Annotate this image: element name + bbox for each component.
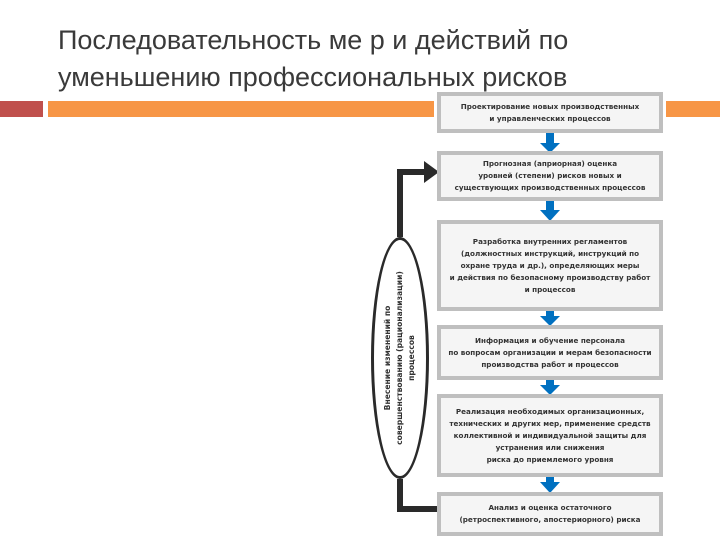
slide-title-line-2: уменьшению профессиональных рисков <box>58 62 568 92</box>
accent-bar-orange-right <box>666 101 720 117</box>
step-3-line-5: и процессов <box>524 284 576 294</box>
step-4-line-2: по вопросам организации и мерам безопасн… <box>448 347 652 357</box>
step-1-line-2: и управленческих процессов <box>489 113 611 123</box>
step-5-line-2: технических и других мер, применение сре… <box>449 418 651 428</box>
step-arrow-4 <box>540 378 560 395</box>
slide-title: Последовательность ме р и действий по ум… <box>58 22 698 96</box>
step-2-line-2: уровней (степени) рисков новых и <box>478 171 622 180</box>
step-box-6: Анализ и оценка остаточного (ретроспекти… <box>437 492 663 536</box>
step-3-line-3: охране труда и др.), определяющих меры <box>460 260 640 270</box>
feedback-line-2: совершенствованию (рационализации) <box>395 271 404 445</box>
accent-bar-orange-left <box>48 101 434 117</box>
step-4-line-1: Информация и обучение персонала <box>475 335 625 345</box>
step-arrow-5 <box>540 474 560 493</box>
feedback-oval: Внесение изменений по совершенствованию … <box>371 237 429 479</box>
step-5-line-5: риска до приемлемого уровня <box>486 454 614 464</box>
feedback-line-1: Внесение изменений по <box>383 305 392 411</box>
accent-bar-red <box>0 101 43 117</box>
step-arrow-2 <box>540 198 560 221</box>
step-5-line-1: Реализация необходимых организационных, <box>455 406 645 416</box>
step-6-line-2: (ретроспективного, апостериорного) риска <box>459 515 641 524</box>
step-5-line-4: устранения или снижения <box>495 442 605 452</box>
step-5-line-3: коллективной и индивидуальной защиты для <box>453 430 647 440</box>
feedback-loop-line <box>397 169 427 237</box>
step-box-4: Информация и обучение персонала по вопро… <box>437 325 663 380</box>
step-arrow-3 <box>540 308 560 326</box>
step-3-line-2: (должностных инструкций, инструкций по <box>460 248 640 258</box>
step-arrow-1 <box>540 131 560 153</box>
step-3-line-1: Разработка внутренних регламентов <box>472 236 628 246</box>
feedback-line-3: процессов <box>407 335 416 381</box>
feedback-loop-arrowhead <box>424 161 439 183</box>
step-4-line-3: производства работ и процессов <box>481 359 619 369</box>
feedback-text: Внесение изменений по совершенствованию … <box>382 251 418 465</box>
step-2-line-1: Прогнозная (априорная) оценка <box>482 159 618 168</box>
step-box-5: Реализация необходимых организационных, … <box>437 394 663 477</box>
slide-title-line-1: Последовательность ме р и действий по <box>58 25 569 55</box>
step-3-line-4: и действия по безопасному производству р… <box>449 272 651 282</box>
step-2-line-3: существующих производственных процессов <box>454 183 646 192</box>
step-box-2: Прогнозная (априорная) оценка уровней (с… <box>437 151 663 201</box>
step-box-1: Проектирование новых производственных и … <box>437 92 663 133</box>
step-1-line-1: Проектирование новых производственных <box>460 101 640 111</box>
feedback-loop-bottom-line <box>397 479 437 512</box>
step-box-3: Разработка внутренних регламентов (должн… <box>437 220 663 311</box>
step-6-line-1: Анализ и оценка остаточного <box>488 503 612 512</box>
step-arrows <box>540 131 560 493</box>
